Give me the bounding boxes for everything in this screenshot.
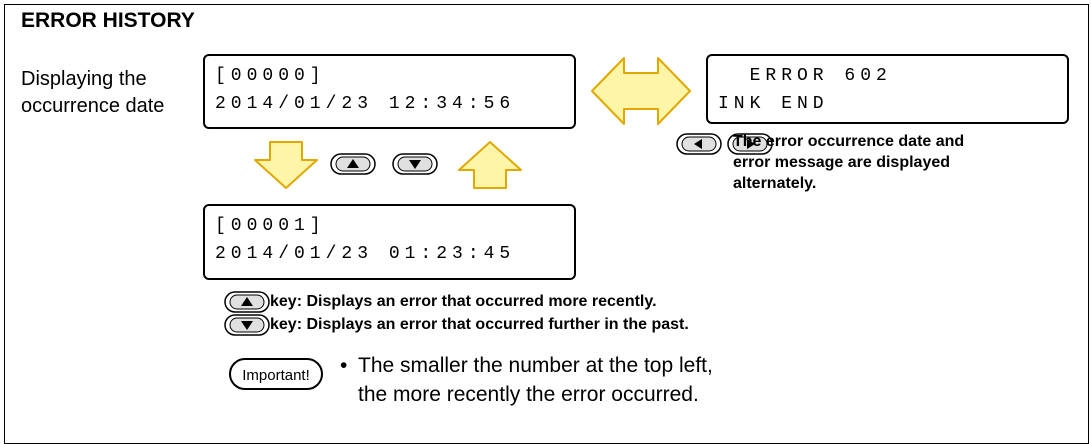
important-badge-icon: Important!	[229, 358, 323, 390]
note-line3: alternately.	[733, 175, 817, 192]
key-help-up-text: key: Displays an error that occurred mor…	[270, 293, 657, 310]
side-label-line1: Displaying the	[21, 68, 147, 90]
down-arrow-icon	[254, 141, 318, 189]
note-line1: The error occurrence date and	[733, 133, 965, 150]
section-title: ERROR HISTORY	[21, 9, 195, 32]
lcd-line-datetime: 2014/01/23 01:23:45	[215, 244, 516, 264]
double-arrow-icon	[591, 57, 691, 125]
note-line2: error message are displayed	[733, 154, 951, 171]
down-key-icon[interactable]	[392, 153, 438, 175]
lcd-error-code: ERROR 602	[718, 66, 892, 86]
important-line2: the more recently the error occurred.	[358, 383, 699, 406]
lcd-error-message: ERROR 602 INK END	[706, 54, 1069, 124]
up-key-icon	[224, 291, 270, 313]
important-line1: The smaller the number at the top left,	[358, 354, 713, 377]
lcd-occurrence-date: [00000] 2014/01/23 12:34:56	[203, 54, 576, 129]
side-label: Displaying the occurrence date	[21, 66, 164, 120]
up-key-icon[interactable]	[330, 153, 376, 175]
key-help-down-text: key: Displays an error that occurred fur…	[270, 316, 689, 333]
left-key-icon[interactable]	[676, 133, 722, 155]
alternate-display-note: The error occurrence date and error mess…	[733, 131, 964, 194]
lcd-line-datetime: 2014/01/23 12:34:56	[215, 94, 516, 114]
side-label-line2: occurrence date	[21, 95, 165, 117]
down-key-icon	[224, 314, 270, 336]
lcd-next-entry: [00001] 2014/01/23 01:23:45	[203, 204, 576, 280]
lcd-line-number: [00001]	[215, 216, 326, 236]
right-key-icon[interactable]	[727, 133, 773, 155]
up-arrow-icon	[458, 141, 522, 189]
important-badge-label: Important!	[242, 367, 310, 384]
lcd-error-text: INK END	[718, 94, 829, 114]
bullet-marker: •	[340, 354, 348, 377]
lcd-line-number: [00000]	[215, 66, 326, 86]
